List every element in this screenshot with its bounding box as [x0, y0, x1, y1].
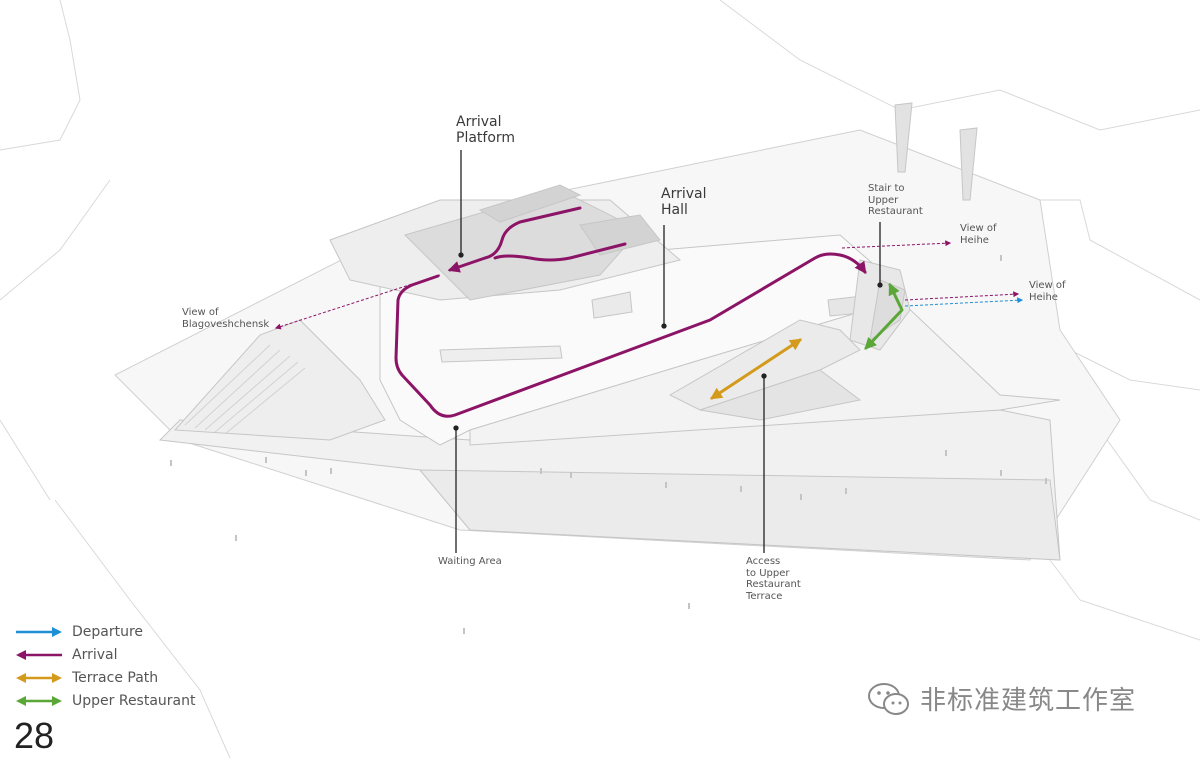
wechat-icon: [866, 681, 912, 717]
legend-item-upper-restaurant: Upper Restaurant: [14, 689, 195, 712]
upper-restaurant-arrow-icon: [14, 694, 64, 708]
legend-item-arrival: Arrival: [14, 643, 195, 666]
departure-arrow-icon: [14, 625, 64, 639]
page-number: 28: [0, 713, 70, 758]
arrival-hall-label: Arrival Hall: [661, 186, 707, 218]
access-terrace-label: Access to Upper Restaurant Terrace: [746, 556, 801, 602]
view-heihe-label-1: View of Heihe: [960, 223, 997, 246]
watermark-text: 非标准建筑工作室: [920, 680, 1136, 717]
terrace-path-arrow-icon: [14, 671, 64, 685]
legend-item-terrace-path: Terrace Path: [14, 666, 195, 689]
legend: Departure Arrival Terrace Path Upper Res…: [14, 620, 195, 712]
legend-label: Arrival: [72, 647, 118, 663]
legend-item-departure: Departure: [14, 620, 195, 643]
arrival-platform-label: Arrival Platform: [456, 114, 515, 146]
legend-label: Departure: [72, 624, 143, 640]
page-number-text: 28: [14, 713, 54, 758]
legend-label: Terrace Path: [72, 670, 158, 686]
legend-label: Upper Restaurant: [72, 693, 195, 709]
view-heihe-label-2: View of Heihe: [1029, 280, 1066, 303]
watermark: 非标准建筑工作室: [866, 680, 1136, 717]
waiting-area-label: Waiting Area: [438, 556, 502, 568]
view-blagoveshchensk-label: View of Blagoveshchensk: [182, 307, 269, 330]
stair-upper-restaurant-label: Stair to Upper Restaurant: [868, 183, 923, 218]
arrival-arrow-icon: [14, 648, 64, 662]
